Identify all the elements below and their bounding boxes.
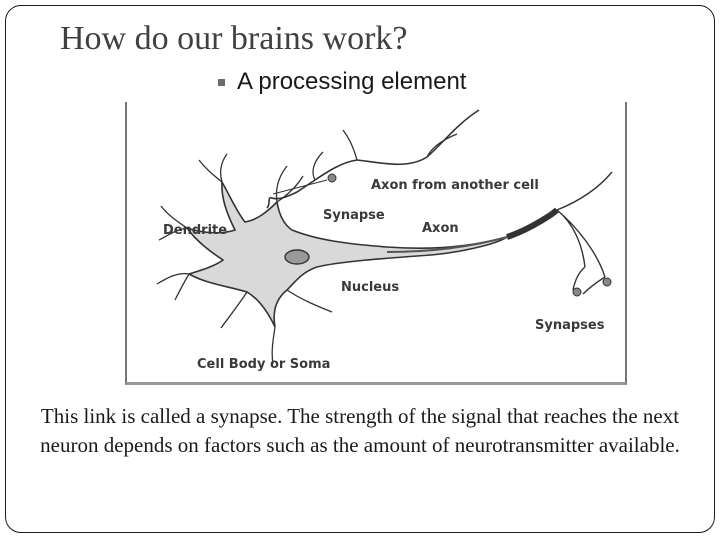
incoming-synapse-knob [327, 173, 337, 183]
nucleus-shape [284, 249, 310, 265]
slide-title: How do our brains work? [60, 20, 408, 57]
synapse-knob-2 [602, 277, 612, 287]
label-axon-from-another-cell: Axon from another cell [371, 178, 539, 193]
incoming-axon [266, 109, 480, 209]
axon-shaft-inner [386, 236, 508, 253]
slide-caption: This link is called a synapse. The stren… [40, 404, 680, 457]
cell-body [184, 179, 508, 328]
synapse-knob-1 [572, 287, 582, 297]
axon-terminals [556, 171, 613, 295]
dendrite-branches [156, 153, 333, 365]
label-dendrite: Dendrite [163, 223, 228, 238]
label-nucleus: Nucleus [341, 280, 400, 295]
neuron-diagram: Axon from another cell Synapse Dendrite … [125, 102, 627, 385]
neuron-drawing [156, 109, 613, 365]
label-synapse: Synapse [323, 208, 385, 223]
label-cell-body: Cell Body or Soma [197, 357, 331, 372]
bullet-text: A processing element [237, 68, 467, 95]
incoming-axon-branch [312, 129, 458, 181]
bullet-square-icon [218, 78, 225, 86]
synapse-pointer [272, 179, 328, 195]
label-axon: Axon [422, 221, 459, 236]
label-synapses: Synapses [535, 318, 605, 333]
axon-shaft [506, 207, 559, 240]
bullet-item: A processing element [218, 68, 466, 96]
